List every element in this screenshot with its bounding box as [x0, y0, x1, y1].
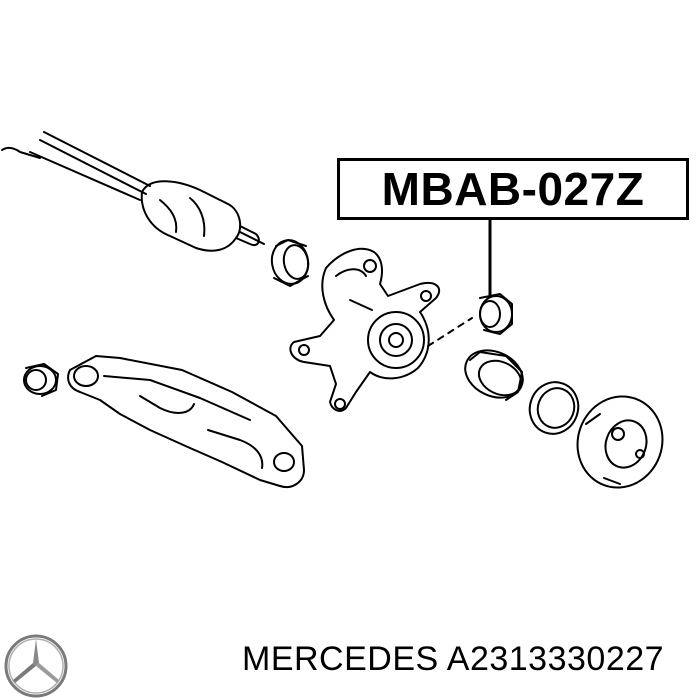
brake-disc	[576, 395, 664, 489]
footer: MERCEDES A2313330227	[0, 618, 700, 700]
part-label: MBAB-027Z	[381, 163, 645, 215]
lower-control-arm	[67, 355, 305, 488]
brand-name: MERCEDES	[242, 640, 439, 678]
wheel-bearing	[464, 349, 524, 401]
part-label-box: MBAB-027Z	[337, 158, 689, 220]
shock-absorber	[1, 131, 265, 252]
footer-caption: MERCEDES A2313330227	[242, 640, 664, 679]
arm-bushing	[23, 363, 59, 397]
mercedes-star-icon	[4, 634, 68, 698]
seal-ring	[528, 381, 580, 435]
wheel-carrier	[289, 247, 441, 412]
assembly-axis	[427, 317, 473, 347]
upper-bushing	[270, 239, 310, 287]
part-number: A2313330227	[446, 640, 665, 678]
target-bushing	[479, 293, 513, 335]
